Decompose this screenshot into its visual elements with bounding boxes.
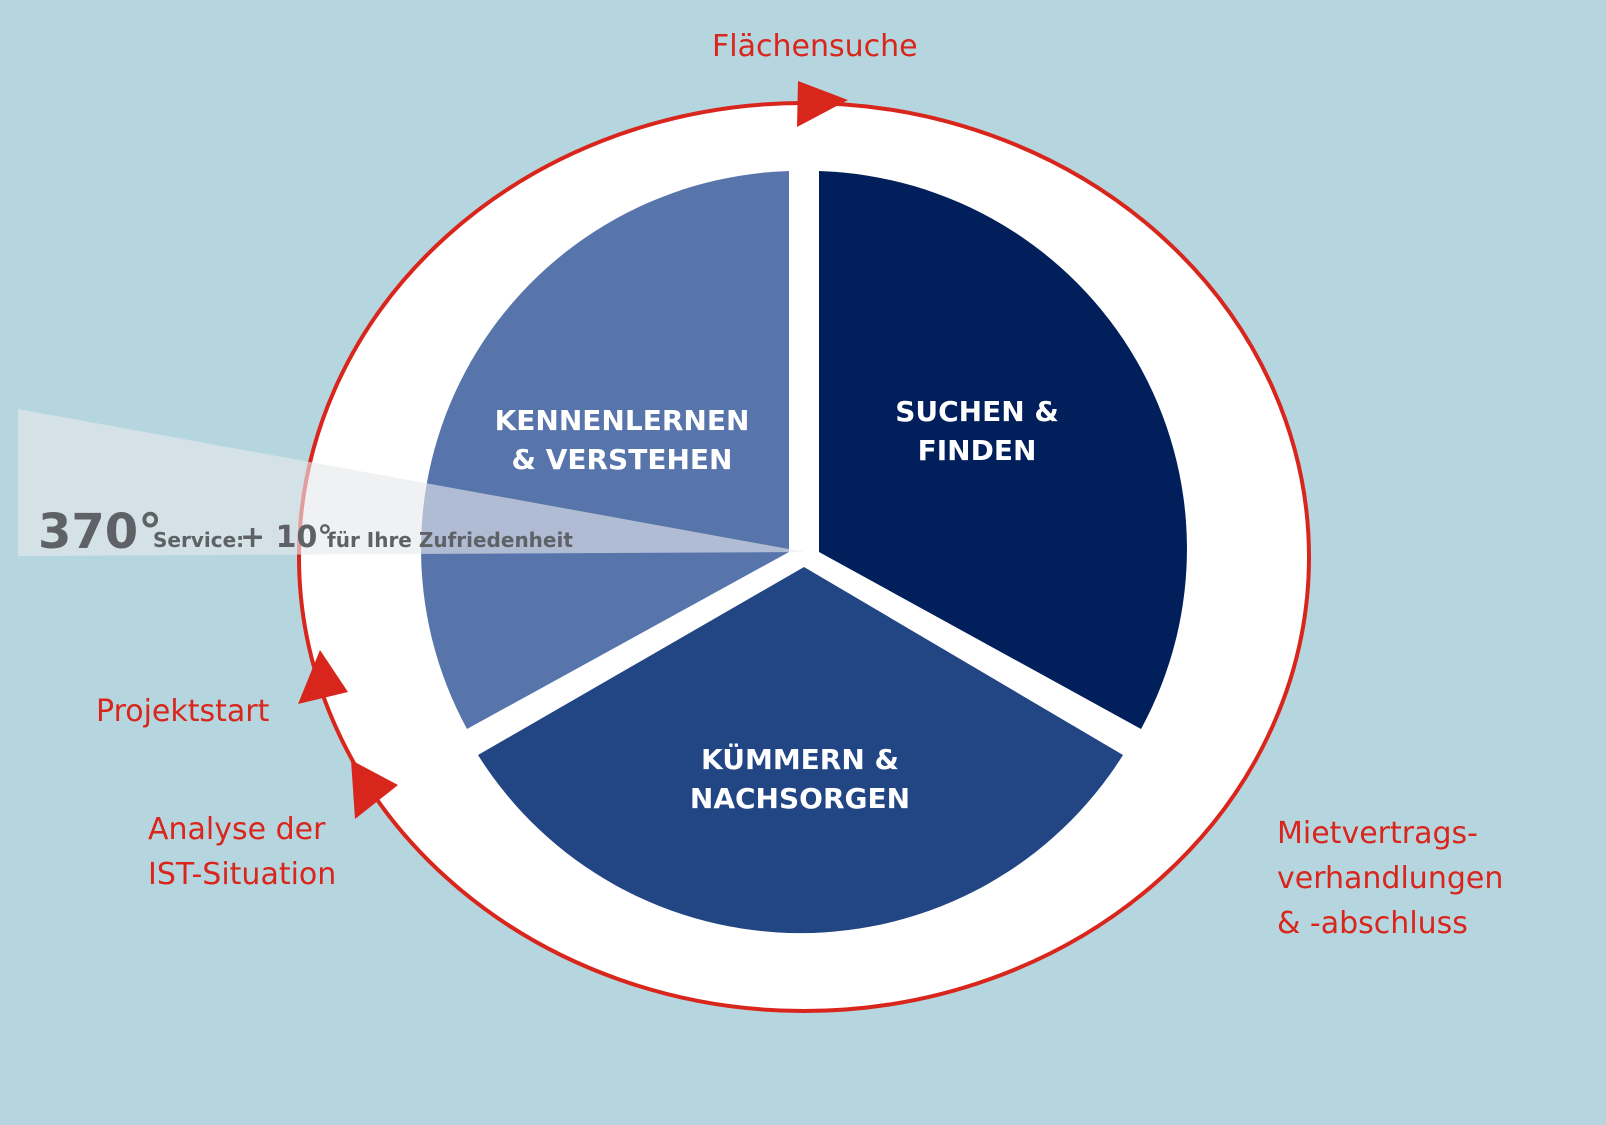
segment-kennenlernen-line2: & VERSTEHEN xyxy=(512,443,733,476)
step-mietvertrag-line2: verhandlungen xyxy=(1277,861,1503,896)
segment-kuemmern-nachsorgen xyxy=(478,567,1123,934)
step-projektstart: Projektstart xyxy=(96,694,270,729)
segment-suchen-finden xyxy=(819,171,1187,729)
step-flaechensuche: Flächensuche xyxy=(712,29,918,64)
arrow-analyse-icon xyxy=(351,760,398,819)
step-analyse-line2: IST-Situation xyxy=(148,857,336,892)
segment-kuemmern-line2: NACHSORGEN xyxy=(690,782,910,815)
service-wedge-banner xyxy=(18,409,805,556)
banner-plus-ten: + 10° xyxy=(240,520,332,555)
step-analyse-line1: Analyse der xyxy=(148,812,326,847)
segment-kuemmern-line1: KÜMMERN & xyxy=(701,742,899,776)
segment-suchen-line1: SUCHEN & xyxy=(895,395,1059,428)
segment-kennenlernen-line1: KENNENLERNEN xyxy=(495,404,750,437)
banner-service-label: Service: xyxy=(153,528,244,552)
arrow-flaechensuche-icon xyxy=(797,81,848,127)
banner-tagline: für Ihre Zufriedenheit xyxy=(327,528,573,552)
banner-370-degrees: 370° xyxy=(38,504,162,560)
step-mietvertrag-line3: & -abschluss xyxy=(1277,906,1468,941)
arrow-projektstart-icon xyxy=(298,650,348,704)
segment-kennenlernen-verstehen xyxy=(421,171,789,729)
segment-suchen-line2: FINDEN xyxy=(918,434,1037,467)
step-mietvertrag-line1: Mietvertrags- xyxy=(1277,816,1478,851)
